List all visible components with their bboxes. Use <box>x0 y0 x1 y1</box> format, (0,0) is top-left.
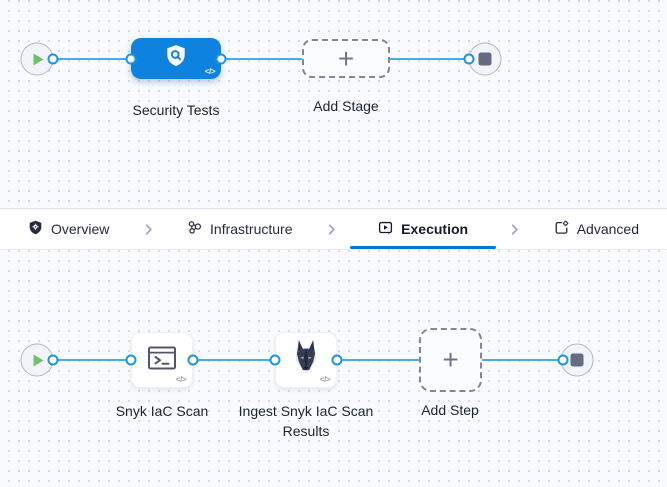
plus-icon: + <box>442 344 459 375</box>
tab-label: Overview <box>51 221 110 237</box>
step-label: Ingest Snyk IaC Scan Results <box>238 403 374 439</box>
stage-node-security-tests[interactable]: </> <box>131 38 221 79</box>
code-icon: </> <box>204 67 216 76</box>
connector-dot[interactable] <box>47 354 59 366</box>
add-stage-label: Add Stage <box>313 98 379 114</box>
step-node-snyk-iac-scan[interactable]: </> <box>131 332 193 388</box>
play-icon <box>33 53 44 65</box>
snyk-dog-icon <box>288 338 324 383</box>
stage-label: Security Tests <box>132 102 220 118</box>
edge-line <box>53 58 469 60</box>
connector-dot[interactable] <box>269 354 281 366</box>
code-icon: </> <box>175 375 187 384</box>
connector-dot[interactable] <box>187 354 199 366</box>
tab-advanced[interactable]: Advanced <box>532 209 661 249</box>
connector-dot[interactable] <box>47 53 59 65</box>
connector-dot[interactable] <box>125 354 137 366</box>
tab-infrastructure[interactable]: Infrastructure <box>165 209 314 249</box>
stage-tabbar: Overview Infrastructure Execution <box>0 208 667 250</box>
add-stage-button[interactable]: + <box>302 39 390 78</box>
stop-icon <box>478 52 492 66</box>
step-label: Snyk IaC Scan <box>115 403 209 419</box>
tab-label: Infrastructure <box>210 221 293 237</box>
tab-label: Execution <box>401 221 469 237</box>
code-icon: </> <box>319 375 331 384</box>
shield-scan-icon <box>163 43 189 74</box>
connector-dot[interactable] <box>463 53 475 65</box>
connector-dot[interactable] <box>215 53 227 65</box>
add-step-label: Add Step <box>421 402 479 418</box>
settings-square-icon <box>554 220 569 238</box>
add-step-button[interactable]: + <box>419 328 482 392</box>
connector-dot[interactable] <box>331 354 343 366</box>
hexagon-cluster-icon <box>187 220 202 238</box>
tab-label: Advanced <box>576 221 639 237</box>
stage-graph-canvas: </> + Security Tests Add Stage <box>0 0 667 208</box>
play-square-icon <box>378 220 393 238</box>
tab-execution[interactable]: Execution <box>348 209 498 249</box>
chevron-right-icon <box>141 209 156 249</box>
play-icon <box>33 354 44 366</box>
step-node-ingest-snyk-results[interactable]: </> <box>275 332 337 388</box>
shield-gear-icon <box>28 220 43 238</box>
step-graph-canvas: </> </> + Snyk IaC Scan Ingest Snyk IaC … <box>0 250 667 487</box>
chevron-right-icon <box>324 209 339 249</box>
terminal-icon <box>146 344 178 377</box>
connector-dot[interactable] <box>125 53 137 65</box>
plus-icon: + <box>337 42 355 74</box>
stop-icon <box>570 353 584 367</box>
chevron-right-icon <box>507 209 522 249</box>
connector-dot[interactable] <box>557 354 569 366</box>
tab-overview[interactable]: Overview <box>6 209 131 249</box>
